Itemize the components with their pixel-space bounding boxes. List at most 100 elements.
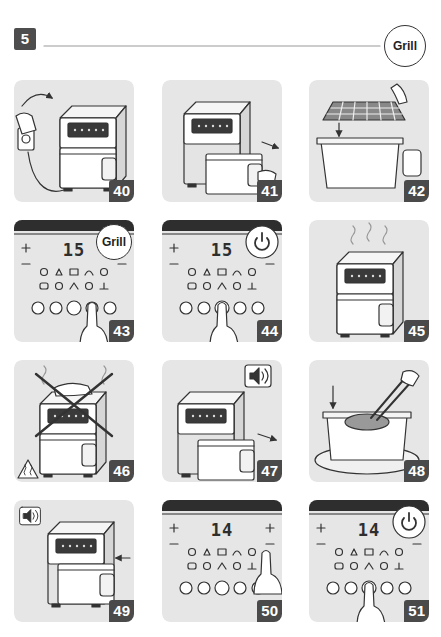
step-picture [116,557,130,558]
step-picture [20,507,41,525]
step-picture [28,152,64,191]
step-panel: 50 [162,500,282,622]
step-picture [309,360,429,482]
step-picture [371,378,411,420]
step-picture [351,226,355,244]
callout-number: 43 [109,320,134,342]
step-panel: 41 [162,80,282,202]
callout-number: 47 [257,460,282,482]
step-picture [309,360,429,482]
step-picture [20,507,41,525]
step-picture [401,371,419,386]
step-panel: 48 [309,360,429,482]
callout-number: 48 [404,460,429,482]
step-picture [210,303,238,343]
badge-label: Grill [393,39,417,53]
badge-label: Grill [102,235,126,249]
step-picture [309,80,429,202]
step-picture [254,551,282,595]
badge-label: 5 [21,30,29,48]
step-picture [403,150,421,176]
callout-number: 51 [404,600,429,622]
callout-number: 45 [404,320,429,342]
step-picture [321,142,399,188]
step-picture [393,506,425,538]
step-picture [14,80,134,202]
step-picture [162,360,282,482]
step-picture [22,135,30,143]
step-picture [391,84,407,104]
section-number: 5 [14,28,36,50]
step-picture [58,564,114,604]
step-picture [327,102,402,120]
step-panel: 44 [162,220,282,342]
step-picture [332,386,333,408]
step-picture [317,138,403,144]
step-picture [309,220,429,342]
step-picture [14,220,134,315]
step-picture [206,154,262,194]
step-picture [338,123,339,136]
callout-number: 46 [109,460,134,482]
display-digits: 15 [63,240,85,260]
step-picture [198,440,254,480]
step-picture [309,500,429,595]
step-picture [258,434,276,440]
step-picture [162,500,282,595]
step-picture [16,113,36,134]
mode-badge: Grill [384,25,426,67]
step-picture [22,94,52,106]
header-rule [44,45,380,46]
step-picture [14,80,134,202]
step-panel: 51 [309,500,429,622]
step-panel: 45 [309,220,429,342]
step-picture [309,500,429,622]
step-picture [60,106,126,191]
step-picture [14,360,134,482]
step-picture [323,102,405,120]
display-digits: 14 [358,520,380,540]
callout-number: 41 [257,180,282,202]
step-picture [337,294,393,334]
step-picture [337,252,403,337]
callout-number: 50 [257,600,282,622]
step-picture [383,226,387,244]
step-panel: 43 Grill [14,220,134,342]
step-picture [36,374,112,436]
display-digits: 15 [211,240,233,260]
step-picture [14,500,134,622]
step-picture [345,414,389,430]
callout-number: 44 [257,320,282,342]
step-picture [60,148,116,188]
callout-number: 42 [404,180,429,202]
step-picture [14,500,134,622]
step-picture [24,465,32,475]
step-panel: 46 [14,360,134,482]
callout-number: 49 [109,600,134,622]
display-digits: 14 [211,520,233,540]
step-picture [309,80,429,202]
step-picture [162,500,282,622]
step-panel: 40 [14,80,134,202]
step-picture [357,583,385,623]
step-picture [80,303,108,343]
step-panel: 47 [162,360,282,482]
step-picture [40,434,96,474]
step-panel: 49 [14,500,134,622]
step-panel: 42 [309,80,429,202]
step-picture [14,360,134,482]
step-picture [162,360,282,482]
step-picture [18,460,38,478]
step-picture [262,142,278,148]
step-picture [14,220,134,342]
step-picture [246,226,278,258]
step-picture [162,80,282,202]
step-picture [162,220,282,315]
step-picture [14,220,134,342]
step-picture [162,80,282,202]
step-picture [309,220,429,342]
step-picture [162,220,282,342]
